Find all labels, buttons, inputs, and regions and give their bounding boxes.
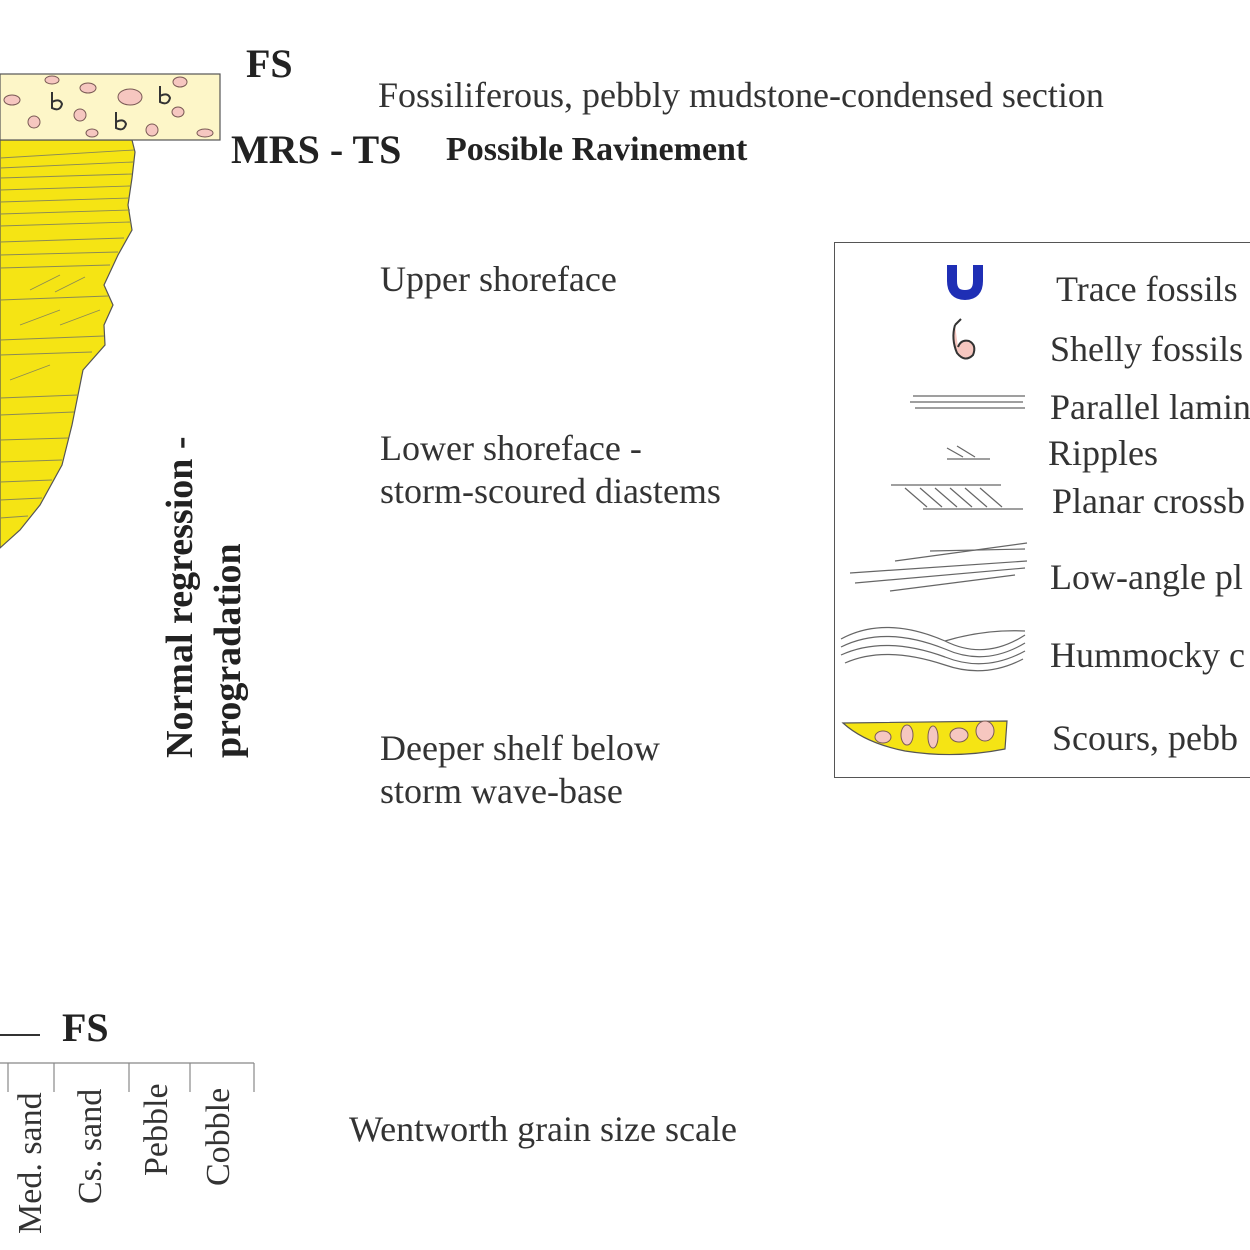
grain-scale-caption: Wentworth grain size scale (349, 1109, 737, 1149)
lower-shoreface-label-1: Lower shoreface - (380, 428, 642, 468)
strat-column (0, 73, 255, 1092)
grain-col-pebble: Pebble (138, 1083, 175, 1176)
upper-shoreface-label: Upper shoreface (380, 259, 617, 299)
legend-label-ripples: Ripples (1048, 433, 1159, 473)
shell-fossils (51, 86, 172, 131)
sand-body (0, 139, 136, 549)
grain-col-med-sand: Med. sand (12, 1092, 49, 1234)
mrs-ts-label: MRS - TS (231, 127, 402, 172)
parallel-lamination-icon (910, 395, 1025, 409)
fs-bottom-label: FS (62, 1005, 109, 1050)
ripples-icon (946, 445, 990, 460)
legend-label-low-angle-planar: Low-angle pl (1050, 557, 1243, 597)
grain-scale-axis (0, 1062, 255, 1092)
planar-crossbedding-icon (891, 484, 1023, 510)
hummocky-icon (840, 626, 1026, 672)
lower-shoreface-label-2: storm-scoured diastems (380, 471, 721, 511)
legend-label-parallel-lamination: Parallel lamin (1050, 387, 1250, 427)
grain-col-cs-sand: Cs. sand (72, 1088, 109, 1204)
sand-laminae (0, 149, 135, 519)
grain-col-cobble: Cobble (200, 1087, 237, 1186)
deeper-shelf-label-2: storm wave-base (380, 771, 623, 811)
legend: Trace fossils Shelly fossils Parallel la… (834, 242, 1250, 778)
pebbles (3, 75, 214, 138)
scours-pebbles-icon (841, 720, 1008, 756)
trace-fossil-icon (947, 265, 983, 301)
trend-label-2: progradation (207, 543, 249, 758)
possible-ravinement-label: Possible Ravinement (446, 131, 748, 168)
shelly-fossil-icon (952, 318, 976, 360)
legend-label-planar-crossbedding: Planar crossb (1052, 481, 1245, 521)
legend-label-trace-fossils: Trace fossils (1056, 269, 1238, 309)
low-angle-planar-icon (849, 542, 1028, 592)
trend-label-1: Normal regression - (159, 436, 201, 758)
condensed-section-label: Fossiliferous, pebbly mudstone-condensed… (378, 75, 1104, 115)
legend-icons (840, 265, 1028, 756)
deeper-shelf-label-1: Deeper shelf below (380, 728, 660, 768)
legend-label-shelly-fossils: Shelly fossils (1050, 329, 1244, 369)
legend-label-hummocky: Hummocky c (1050, 635, 1245, 675)
fs-top-label: FS (246, 41, 293, 86)
legend-label-scours-pebbles: Scours, pebb (1052, 718, 1238, 758)
